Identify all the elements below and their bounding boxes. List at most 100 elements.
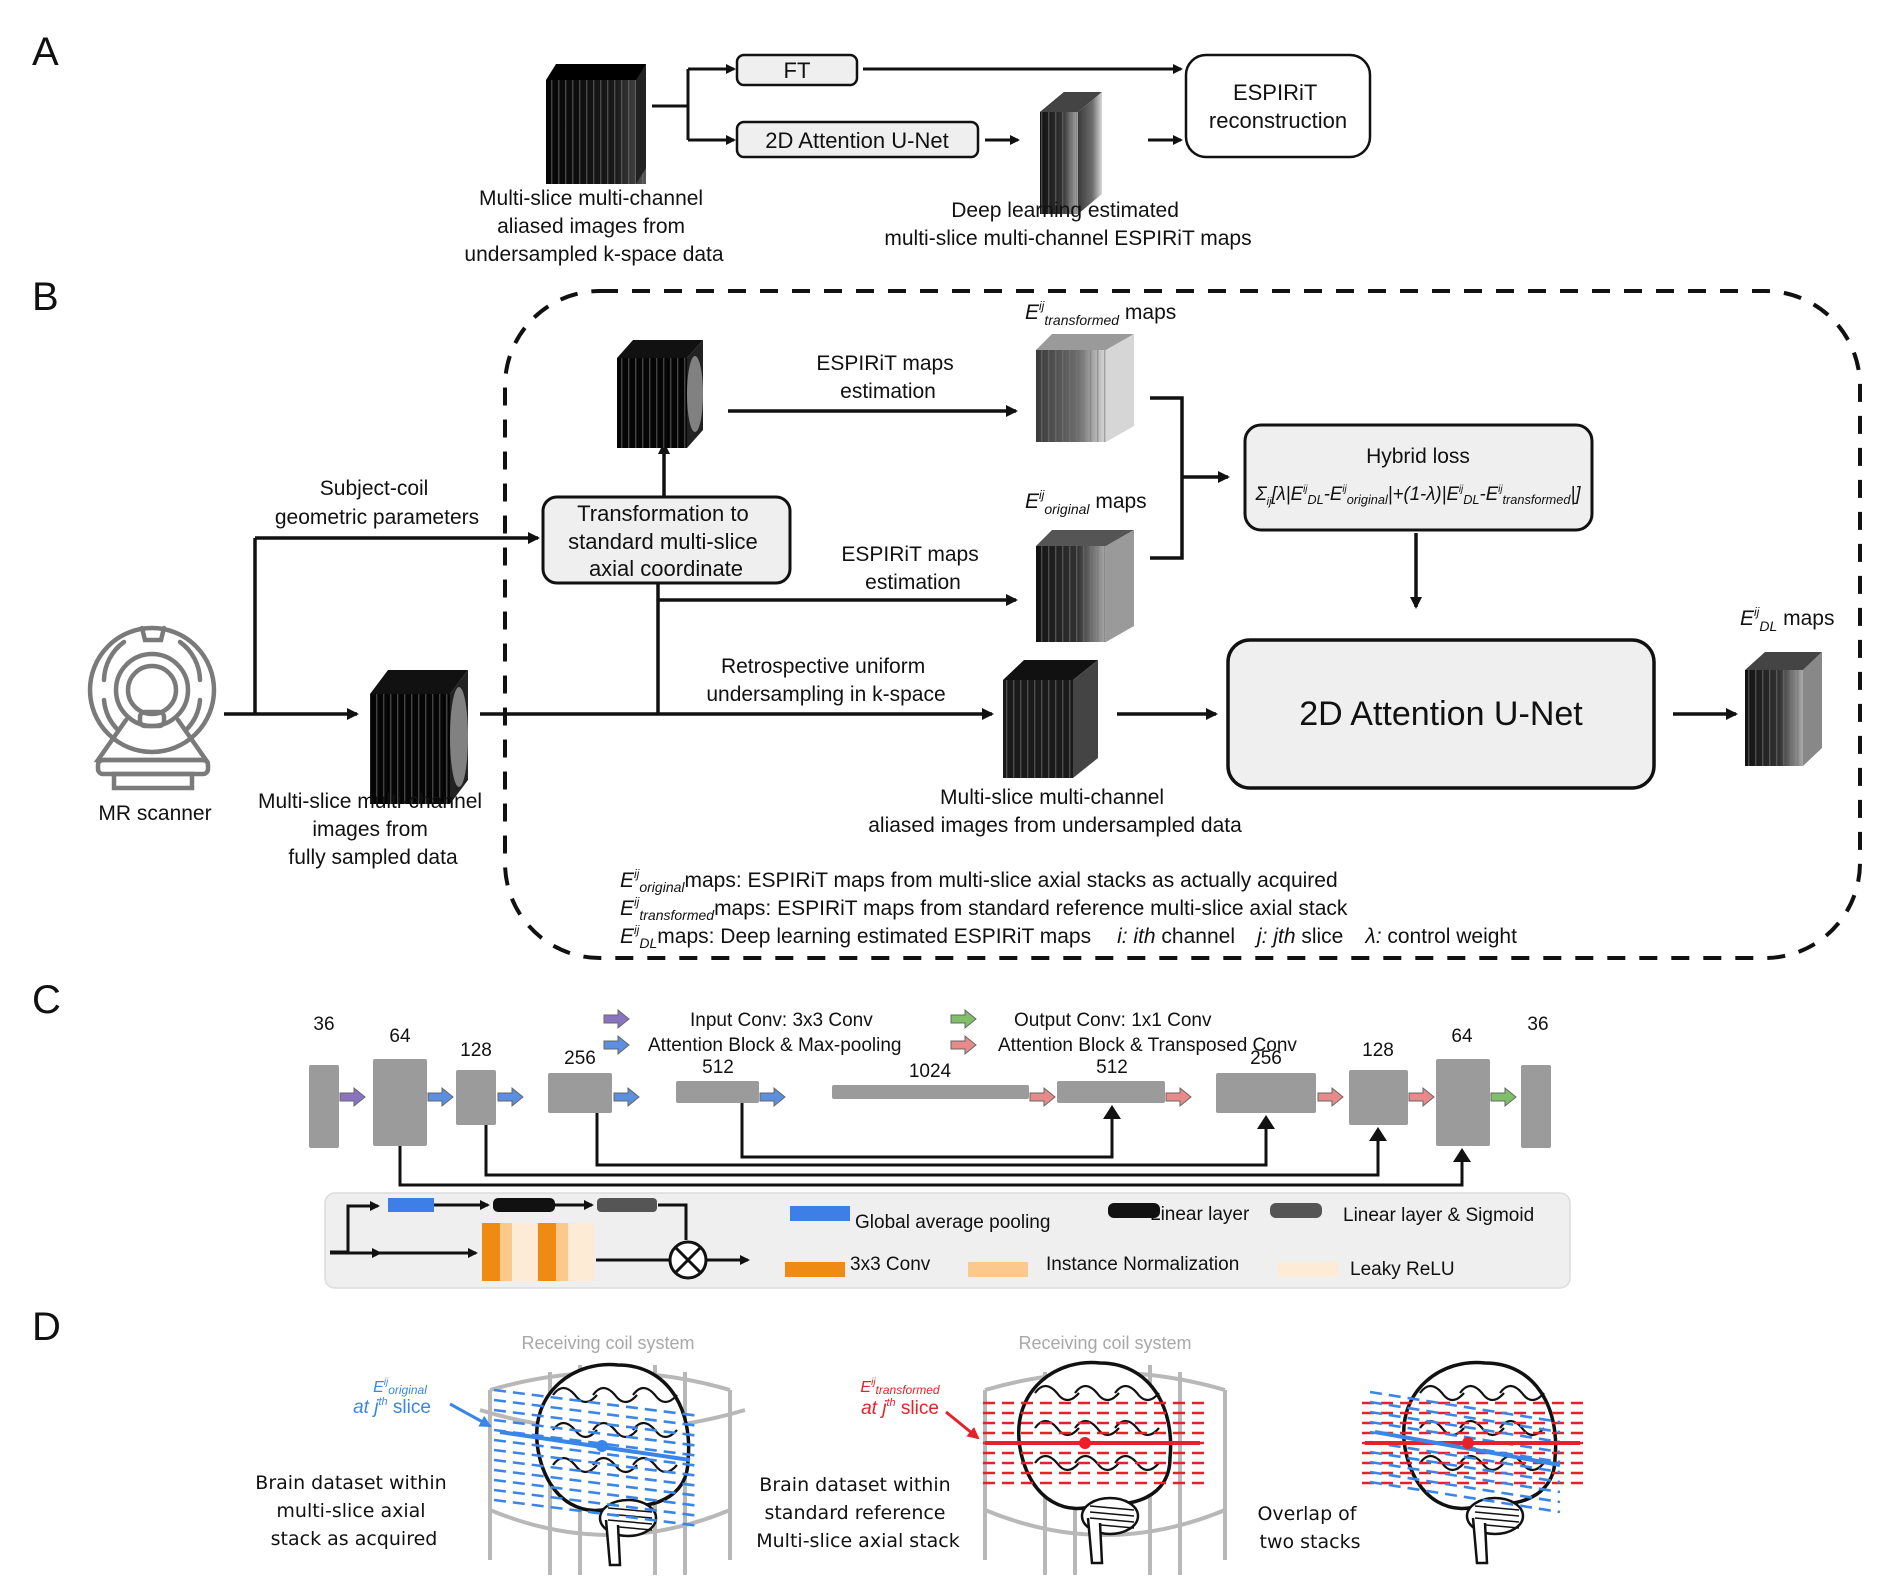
svg-text:Transformation to standa: Transformation to standard multi-slice a… [568, 501, 764, 581]
hybrid-loss-title: Hybrid loss [1366, 445, 1470, 468]
legend-attn-maxpool: Attention Block & Max-pooling [648, 1035, 901, 1056]
block-dec-128 [1349, 1070, 1408, 1125]
slice-line [1369, 1400, 1561, 1434]
unet-box-b: 2D Attention U-Net [1226, 638, 1656, 790]
recon-label-1: ESPIRiT [1233, 80, 1317, 105]
connectors-b [224, 396, 1738, 720]
flow-arrow [1317, 1086, 1344, 1108]
caption-right: Overlap of two stacks [1257, 1503, 1362, 1553]
unet-label-b: 2D Attention U-Net [1299, 695, 1583, 733]
legend-arrow-blue [603, 1034, 630, 1056]
maps-caption-a: Deep learning estimated multi-slice mult… [884, 199, 1251, 250]
ft-box: FT [735, 53, 859, 87]
flow-arrow [1408, 1086, 1435, 1108]
legend-arrow-green [950, 1008, 977, 1030]
slice-line [1369, 1390, 1561, 1424]
channel-label: 512 [1096, 1057, 1128, 1078]
block-enc-256 [548, 1073, 612, 1113]
slice-line [493, 1478, 701, 1508]
transformed-maps-stack [1036, 334, 1134, 442]
block-dec-512 [1057, 1081, 1165, 1103]
legend-label: Linear layer & Sigmoid [1343, 1205, 1534, 1226]
full-sampled-caption: Multi-slice multi-channel images from fu… [258, 790, 488, 869]
channel-label: 256 [564, 1048, 596, 1069]
slice-line [493, 1408, 701, 1438]
block-dec-256 [1216, 1073, 1316, 1113]
legend-label: Instance Normalization [1046, 1254, 1239, 1275]
mr-scanner-label: MR scanner [98, 802, 211, 825]
slice-line [1369, 1440, 1561, 1474]
slice-line [1369, 1470, 1561, 1504]
skip-arrowhead [1453, 1148, 1471, 1162]
ft-label: FT [784, 58, 811, 83]
mr-scanner-icon [87, 625, 217, 791]
caption-left: Brain dataset within multi-slice axial s… [255, 1472, 452, 1550]
brain-overlap-figure: Overlap of two stacks [1257, 1360, 1585, 1565]
jth-slice-original [499, 1430, 691, 1462]
channel-label: 128 [1362, 1040, 1394, 1061]
slice-line [493, 1498, 701, 1528]
undersampling-label: Retrospective uniform undersampling in k… [706, 655, 945, 706]
slice-line [493, 1398, 701, 1428]
flow-arrow [497, 1086, 524, 1108]
aliased-caption-b: Multi-slice multi-channel aliased images… [868, 786, 1242, 837]
panel-label-d: D [32, 1305, 61, 1349]
legend-label: 3x3 Conv [850, 1254, 931, 1275]
slice-line [493, 1438, 701, 1468]
legend-swatch [1270, 1203, 1322, 1218]
connectors-a [652, 64, 1183, 145]
skip-connection [398, 1146, 1464, 1187]
unet-box-a: 2D Attention U-Net [735, 120, 980, 159]
fully-sampled-stack [370, 670, 468, 804]
slice-line [493, 1448, 701, 1478]
geometric-params-label: Subject-coil geometric parameters [275, 477, 479, 529]
legend-swatch [1108, 1203, 1160, 1218]
hybrid-loss-box: Hybrid loss Σij[λ|EijDL-Eijoriginal|+(1-… [1243, 423, 1594, 532]
slice-line [493, 1388, 701, 1418]
flow-arrow [1490, 1086, 1517, 1108]
channel-label: 128 [460, 1040, 492, 1061]
block-dec-64 [1436, 1059, 1490, 1146]
legend-label: Leaky ReLU [1350, 1259, 1455, 1280]
slice-line [1369, 1460, 1561, 1494]
skip-connection [484, 1125, 1380, 1177]
pointer-arrow-original [449, 1402, 492, 1428]
skip-arrowhead [1369, 1127, 1387, 1141]
brain-original-figure: Receiving coil system Eijoriginal at jth… [255, 1333, 746, 1575]
channel-label: 1024 [909, 1061, 952, 1082]
skip-arrowhead [1257, 1115, 1275, 1129]
pointer-arrow-transformed [945, 1410, 980, 1440]
annot-original: Eijoriginal [373, 1377, 427, 1397]
espirit-estimation-mid: ESPIRiT maps estimation [841, 543, 984, 594]
block-in-36 [309, 1065, 339, 1148]
attention-block-panel [324, 1192, 1571, 1289]
block-bottleneck-1024 [832, 1085, 1029, 1099]
transformed-image-stack [617, 340, 703, 448]
flow-arrow [339, 1086, 366, 1108]
block-out-36 [1521, 1065, 1551, 1148]
map-dl-label: EijDL maps [1740, 605, 1834, 634]
original-maps-stack [1036, 530, 1134, 642]
legend-dl: EijDLmaps: Deep learning estimated ESPIR… [620, 923, 1517, 951]
slice-line [1369, 1410, 1561, 1444]
channel-label: 256 [1250, 1048, 1282, 1069]
recon-label-2: reconstruction [1209, 108, 1347, 133]
map-transformed-label: Eijtransformed maps [1025, 299, 1176, 328]
slice-line [1369, 1420, 1561, 1454]
block-enc-512 [676, 1081, 759, 1103]
input-caption-a: Multi-slice multi-channel aliased images… [464, 187, 723, 266]
channel-label: 64 [389, 1026, 411, 1047]
channel-label: 512 [702, 1057, 734, 1078]
block-enc-128 [456, 1070, 496, 1125]
annot-original-slice: at jth slice [353, 1396, 431, 1418]
legend-arrow-pink [950, 1034, 977, 1056]
slice-line [493, 1468, 701, 1498]
legend-label: Linear layer [1150, 1204, 1250, 1225]
panel-label-a: A [32, 30, 59, 74]
transformation-box: Transformation to standard multi-slice a… [541, 495, 792, 585]
sigmoid-block [597, 1198, 657, 1212]
skip-connection [595, 1113, 1268, 1167]
